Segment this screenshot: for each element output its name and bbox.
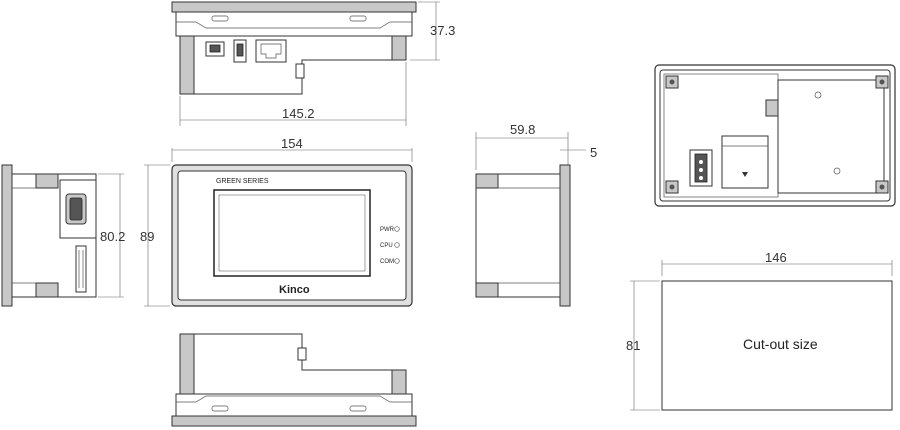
top-view-frame [175, 11, 413, 37]
rear-view-screw-tr [879, 79, 885, 85]
power-terminal-pin-b [699, 168, 703, 172]
rear-view-arrow [742, 172, 748, 177]
dim-cutout-height: 81 [626, 338, 640, 353]
left-view-clip-bottom [35, 282, 59, 298]
cutout-label: Cut-out size [743, 336, 818, 352]
top-view-bezel [171, 1, 417, 13]
top-view-rib-right [391, 35, 407, 61]
power-terminal-pin-a [699, 160, 703, 164]
touch-screen-active-area [218, 194, 366, 272]
usb-a-port-inner [236, 43, 244, 57]
power-terminal-pin-c [699, 176, 703, 180]
dim-side-height: 80.2 [100, 229, 125, 244]
bottom-view-latch [297, 347, 307, 361]
bottom-view-body [179, 333, 407, 395]
front-view: 154 89 GREEN SERIES PWR CPU COM Kinco [140, 136, 413, 307]
dim-cutout-width: 146 [765, 250, 787, 265]
dim-top-depth: 37.3 [430, 23, 455, 38]
led-com-label: COM [380, 259, 394, 265]
right-side-view: 59.8 5 [475, 122, 597, 307]
rear-view-right-panel [777, 79, 885, 194]
led-pwr [394, 226, 400, 232]
db9-connector-pins [69, 197, 83, 221]
cutout-view: 146 81 Cut-out size [626, 250, 893, 411]
series-label: GREEN SERIES [216, 178, 269, 185]
cutout-rectangle [661, 280, 893, 411]
bottom-view [171, 333, 417, 427]
dim-bezel-thickness: 5 [590, 145, 597, 160]
right-view-clip-bottom [475, 282, 499, 298]
top-view-slot-right [349, 15, 367, 22]
top-view-rib-left [179, 35, 195, 95]
ethernet-port [255, 39, 287, 63]
bottom-view-slot-right [349, 405, 367, 412]
led-cpu [394, 242, 400, 248]
bottom-view-rib-left [179, 333, 195, 395]
right-view-bezel [559, 164, 571, 307]
left-side-view: 80.2 [1, 164, 125, 307]
rear-view-hole-a [814, 91, 822, 99]
rear-view-screw-br [879, 184, 885, 190]
right-view-body [475, 173, 561, 298]
dim-front-height: 89 [140, 229, 154, 244]
rear-view-screw-tl [669, 79, 675, 85]
bottom-view-slot-left [211, 405, 229, 412]
top-view-slot-left [211, 15, 229, 22]
touch-screen [213, 189, 371, 277]
led-cpu-label: CPU [380, 243, 393, 249]
led-pwr-label: PWR [380, 227, 395, 233]
right-view-clip-top [475, 173, 499, 189]
sd-card-slot [75, 245, 87, 293]
left-view-bezel [1, 164, 13, 307]
ethernet-port-inner [260, 43, 282, 59]
bottom-view-bezel [171, 415, 417, 427]
top-view: 37.3 145.2 [171, 1, 455, 126]
dim-front-width: 154 [281, 136, 303, 151]
rear-view-screw-bl [669, 184, 675, 190]
dim-top-width: 145.2 [282, 106, 315, 121]
top-view-latch [295, 63, 305, 79]
left-view-clip-top [35, 173, 59, 189]
bottom-view-rib-right [391, 369, 407, 395]
rear-view-latch [765, 99, 779, 117]
rear-view-hole-b [833, 167, 841, 175]
dim-side-depth: 59.8 [510, 122, 535, 137]
rear-view [654, 64, 896, 207]
usb-b-port-inner [209, 44, 221, 53]
bottom-view-clip-line [176, 395, 412, 403]
led-com [394, 258, 400, 264]
brand-logo: Kinco [279, 284, 310, 296]
top-view-clip-line [176, 21, 412, 29]
bottom-view-frame [175, 393, 413, 417]
rear-view-label-area [721, 135, 769, 189]
